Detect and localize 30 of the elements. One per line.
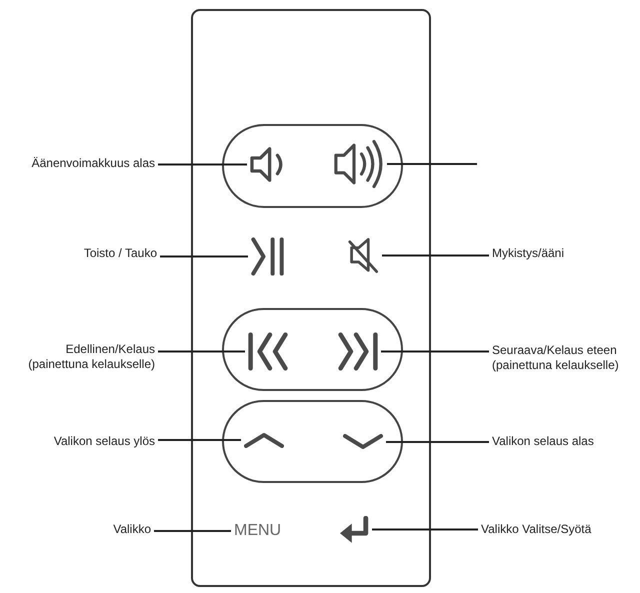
- enter-icon: [340, 516, 369, 543]
- remote-body: [191, 9, 431, 587]
- volume-down-icon: [250, 146, 284, 183]
- leader-line: [387, 163, 477, 165]
- function-label: Äänenvoimakkuus alas: [32, 156, 155, 170]
- leader-line: [372, 528, 478, 530]
- leader-line: [160, 256, 248, 258]
- mute-icon: [348, 237, 379, 274]
- leader-line: [382, 254, 489, 256]
- function-label: Valikko: [113, 522, 151, 536]
- leader-line: [158, 439, 241, 441]
- leader-line: [158, 164, 247, 166]
- function-label: Valikon selaus ylös: [54, 434, 155, 448]
- function-label: Mykistys/ääni: [492, 246, 564, 260]
- leader-line: [381, 350, 489, 352]
- chevron-down-icon: [343, 434, 383, 450]
- function-label: Edellinen/Kelaus (painettuna kelaukselle): [5, 342, 155, 372]
- play-pause-icon: [251, 237, 284, 276]
- menu-label: MENU: [234, 522, 282, 540]
- leader-line: [158, 350, 245, 352]
- next-track-icon: [338, 332, 378, 371]
- volume-up-icon: [334, 139, 384, 189]
- function-label: Toisto / Tauko: [84, 246, 157, 260]
- function-label: Valikko Valitse/Syötä: [481, 522, 592, 536]
- function-label: Seuraava/Kelaus eteen (painettuna kelaukselle): [492, 343, 638, 373]
- leader-line: [386, 441, 489, 443]
- leader-line: [154, 530, 231, 532]
- chevron-up-icon: [244, 432, 284, 448]
- function-label: Valikon selaus alas: [492, 434, 594, 448]
- previous-track-icon: [248, 332, 288, 371]
